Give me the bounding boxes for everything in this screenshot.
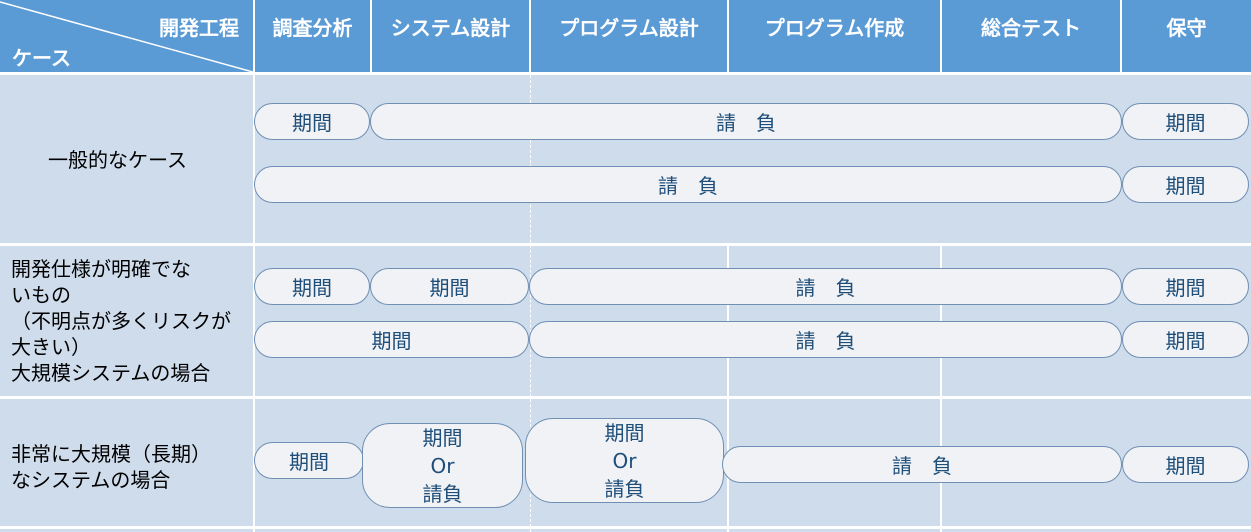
option-or: Or — [612, 448, 637, 473]
corner-case-label: ケース — [12, 46, 71, 70]
commission-pill: 請 負 — [370, 103, 1122, 140]
column-divider-case — [253, 75, 255, 532]
header-corner-cell: 開発工程 ケース — [0, 0, 253, 72]
commission-pill: 請 負 — [722, 446, 1122, 483]
phase-header-system-design: システム設計 — [372, 0, 529, 72]
dashed-divider — [530, 75, 531, 532]
case-label-line: 非常に大規模（長期） — [11, 442, 211, 466]
row-divider-1 — [0, 243, 1251, 246]
case-label-line: なシステムの場合 — [11, 468, 171, 492]
commission-pill: 請 負 — [529, 321, 1122, 358]
period-pill: 期間 — [370, 268, 529, 305]
phase-header-maintenance: 保守 — [1122, 0, 1251, 72]
case-label-huge: 非常に大規模（長期） なシステムの場合 — [11, 441, 211, 493]
option-commission: 請負 — [422, 481, 463, 506]
diagonal-divider — [0, 1, 253, 72]
period-pill: 期間 — [1122, 268, 1249, 305]
phase-header-program-design: プログラム設計 — [531, 0, 727, 72]
period-pill: 期間 — [254, 321, 529, 358]
option-period: 期間 — [422, 425, 463, 450]
case-label-line: （不明点が多くリスクが — [11, 309, 231, 333]
case-label-line: 大きい） — [11, 335, 91, 359]
row-divider-3 — [0, 526, 1251, 529]
period-pill: 期間 — [1122, 166, 1249, 203]
period-pill: 期間 — [254, 103, 370, 140]
phase-header-integration-test: 総合テスト — [942, 0, 1120, 72]
period-or-commission-box: 期間 Or 請負 — [362, 423, 523, 508]
case-label-line: 開発仕様が明確でな — [11, 257, 191, 281]
column-divider-programming — [727, 243, 729, 532]
period-or-commission-box: 期間 Or 請負 — [525, 418, 724, 503]
period-pill: 期間 — [1122, 321, 1249, 358]
case-label-unclear: 開発仕様が明確でな いもの （不明点が多くリスクが 大きい） 大規模システムの場… — [11, 256, 231, 386]
case-label-line: 大規模システムの場合 — [11, 361, 211, 385]
phase-header-programming: プログラム作成 — [729, 0, 940, 72]
phase-header-survey: 調査分析 — [255, 0, 370, 72]
commission-pill: 請 負 — [529, 268, 1122, 305]
row-divider-2 — [0, 396, 1251, 399]
case-label-line: いもの — [11, 283, 71, 307]
corner-phase-label: 開発工程 — [159, 16, 239, 40]
option-commission: 請負 — [604, 476, 645, 501]
period-pill: 期間 — [254, 442, 364, 479]
period-pill: 期間 — [1122, 103, 1249, 140]
case-label-general: 一般的なケース — [48, 148, 187, 172]
commission-pill: 請 負 — [254, 166, 1122, 203]
option-period: 期間 — [604, 420, 645, 445]
period-pill: 期間 — [1122, 446, 1249, 483]
column-divider-test — [940, 243, 942, 532]
option-or: Or — [430, 453, 455, 478]
period-pill: 期間 — [254, 268, 370, 305]
